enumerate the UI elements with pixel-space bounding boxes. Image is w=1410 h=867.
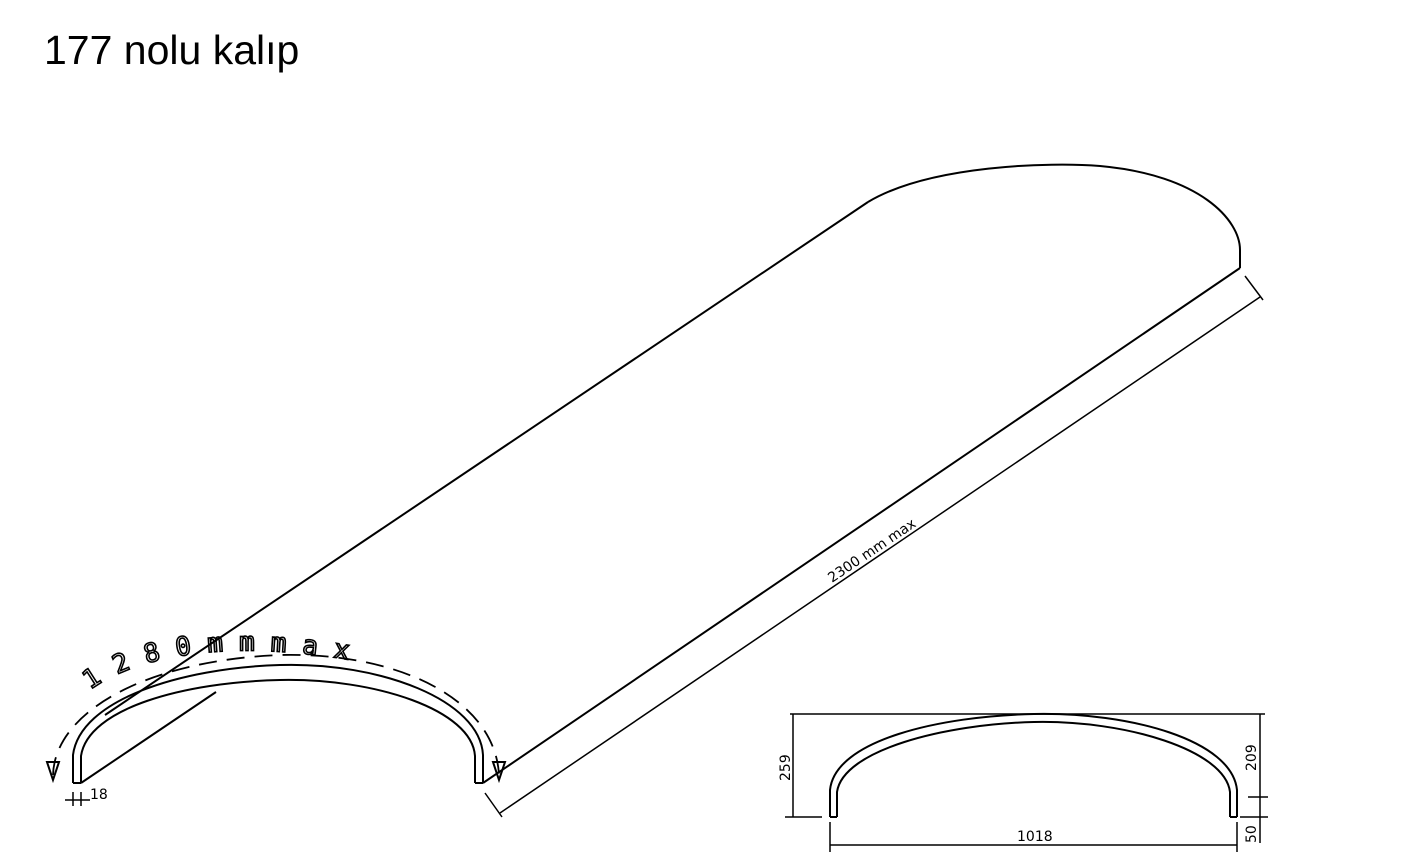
inner-long-edge bbox=[80, 691, 217, 784]
length-dimension-line bbox=[499, 296, 1261, 814]
height-arc-label: 209 bbox=[1244, 744, 1260, 771]
height-total-label: 259 bbox=[778, 754, 794, 781]
leg-height-label: 50 bbox=[1244, 825, 1260, 843]
thickness-label: 18 bbox=[90, 787, 108, 803]
arc-length-dimension bbox=[52, 654, 500, 776]
front-outer-arch bbox=[72, 663, 484, 783]
elevation-inner-arch bbox=[836, 720, 1231, 817]
front-inner-arch bbox=[80, 678, 476, 783]
front-elevation-view: 259 209 50 1018 bbox=[778, 712, 1268, 852]
isometric-view: 2300 mm max 1 2 8 0 m m m a x 18 bbox=[45, 163, 1264, 818]
length-extension-right bbox=[1244, 275, 1264, 301]
length-label: 2300 mm max bbox=[825, 516, 919, 586]
arc-arrow-right bbox=[491, 761, 507, 784]
arc-arrow-left bbox=[45, 761, 61, 784]
drawing-title: 177 nolu kalıp bbox=[44, 27, 300, 73]
lower-long-edge bbox=[482, 267, 1241, 784]
back-arch bbox=[867, 163, 1241, 268]
elevation-outer-arch bbox=[829, 712, 1238, 817]
width-label: 1018 bbox=[1017, 829, 1053, 845]
length-extension-left bbox=[484, 792, 503, 818]
upper-long-edge bbox=[104, 201, 869, 716]
